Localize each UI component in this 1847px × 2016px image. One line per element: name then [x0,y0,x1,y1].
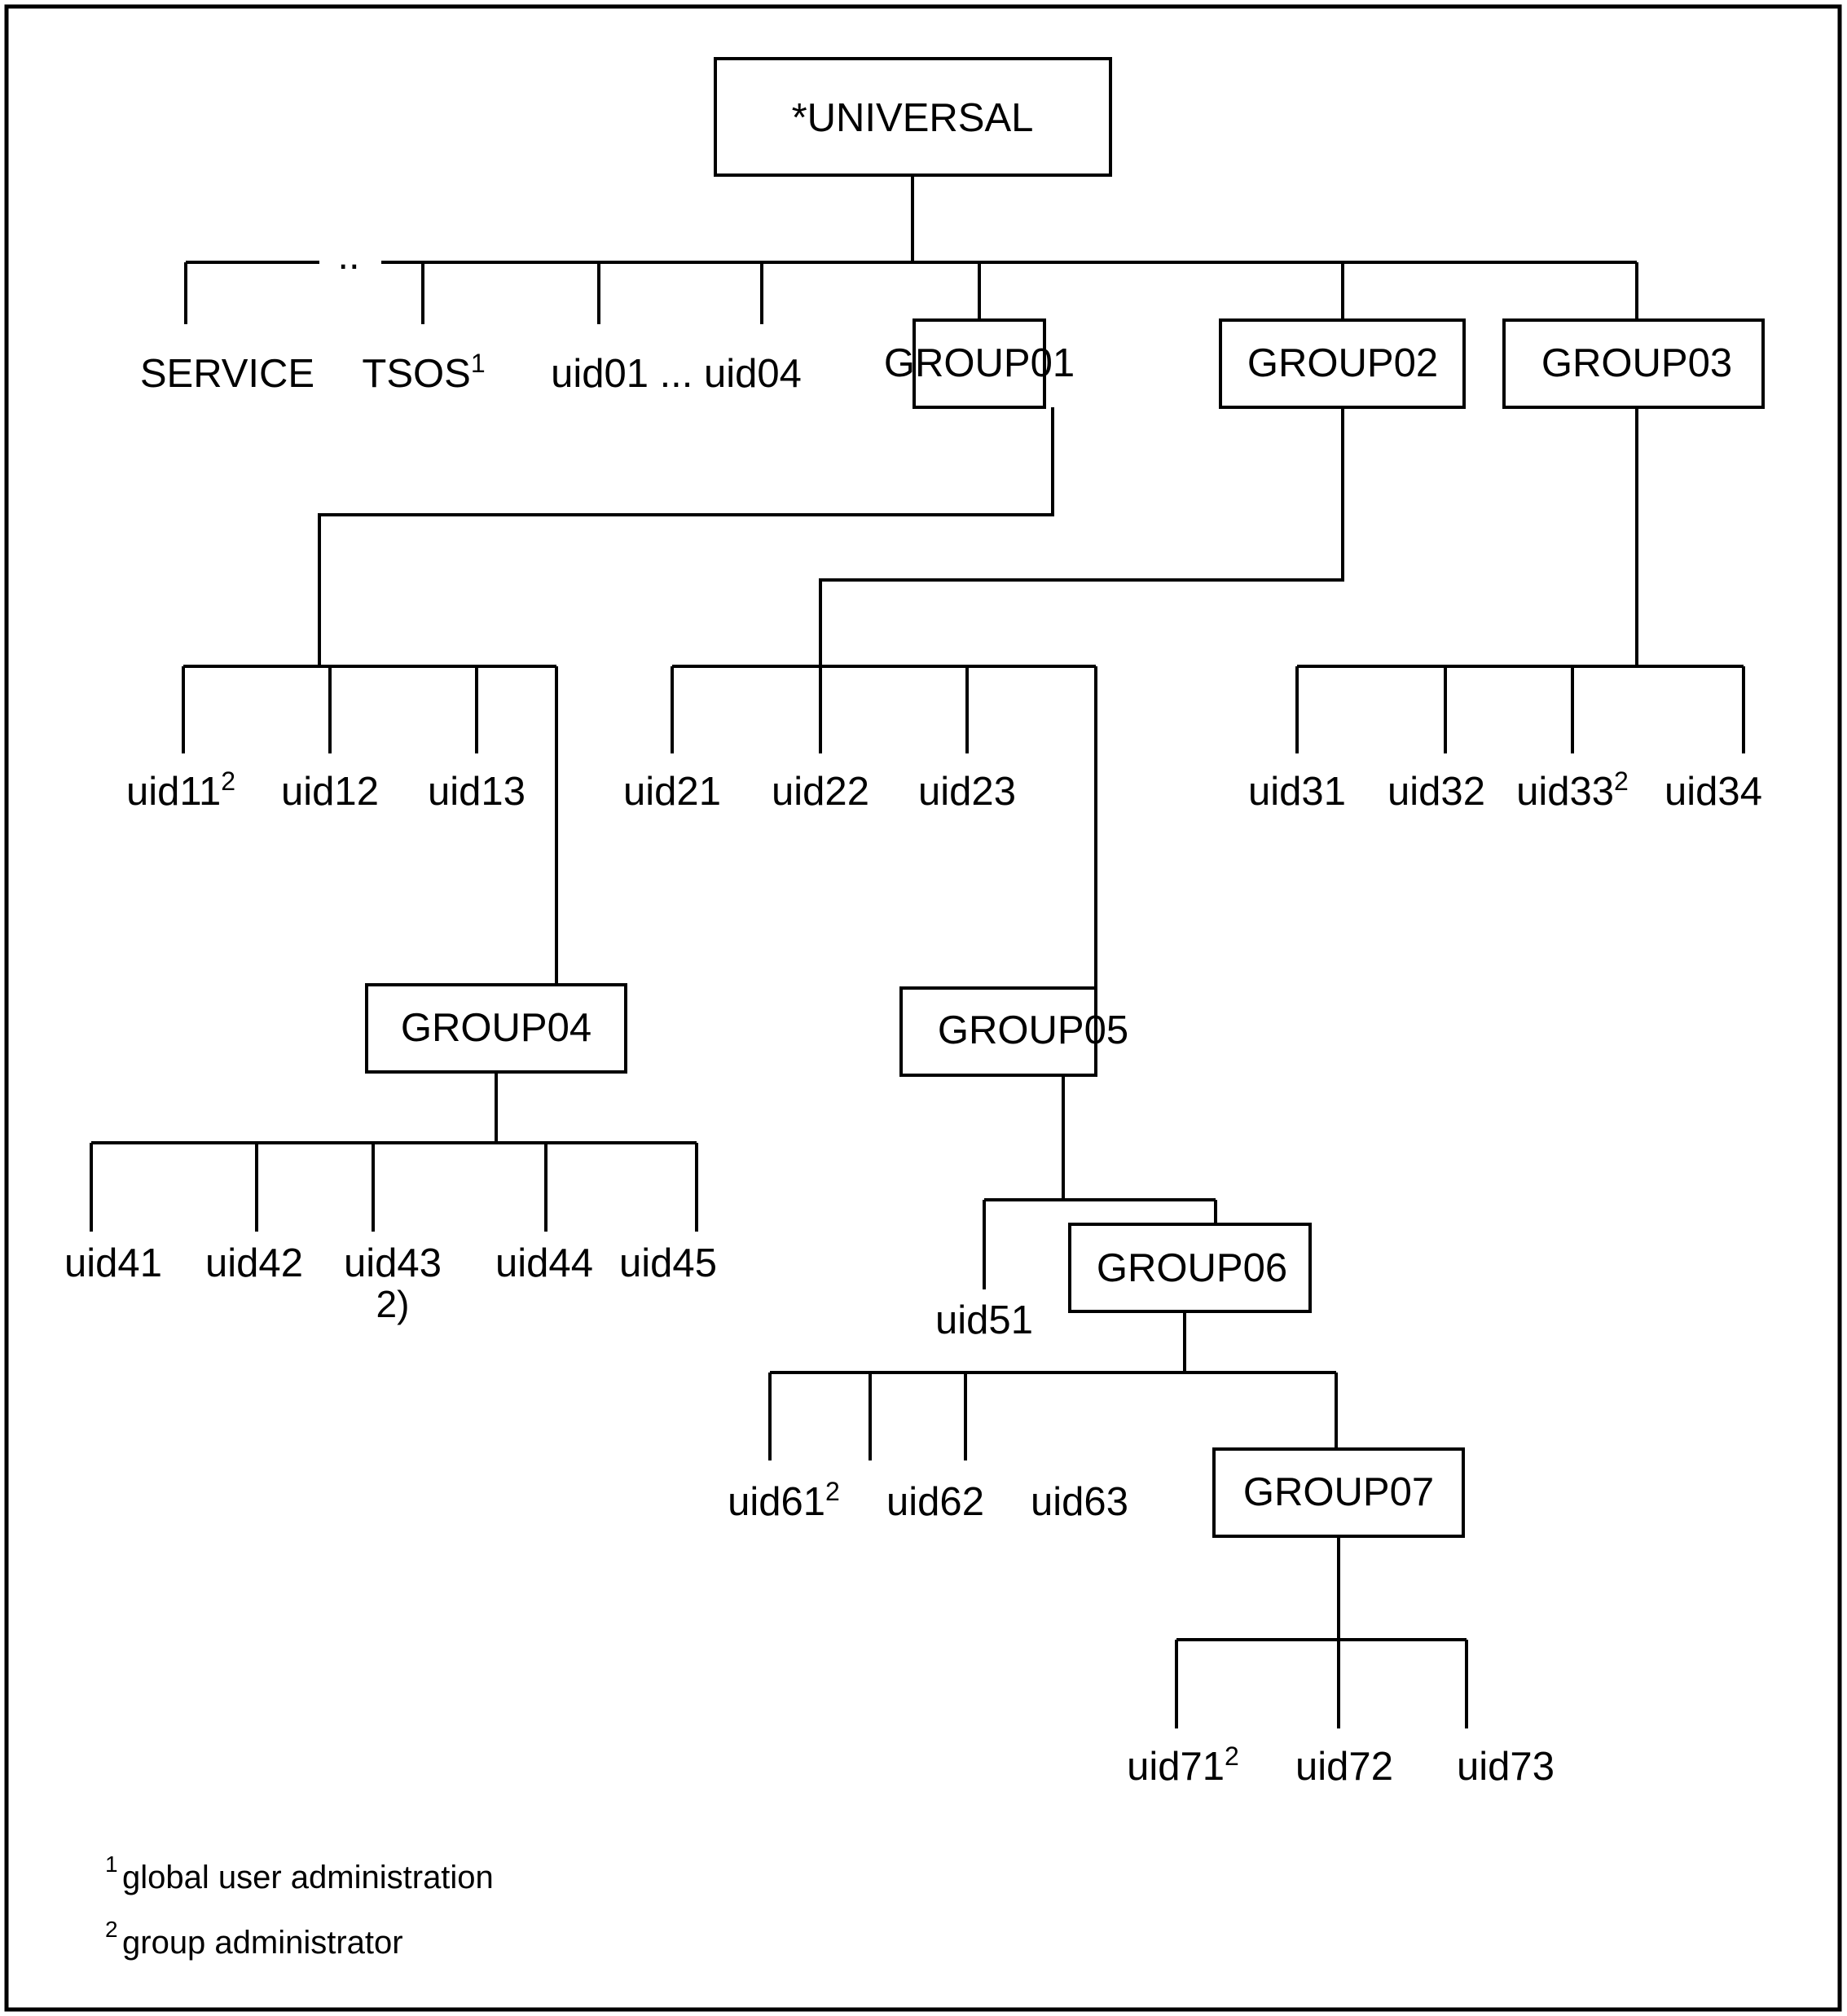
leaf-service: SERVICE [140,352,314,396]
leaf-uid34: uid34 [1664,770,1762,814]
leaf-uid01-uid04: uid01 ... uid04 [551,352,802,396]
link-group02-route [819,407,1344,666]
leaf-uid43: uid43 [344,1241,442,1285]
node-group06[interactable]: GROUP06 [1068,1223,1312,1313]
group05-box[interactable] [899,986,1097,1077]
group07-label: GROUP07 [1243,1470,1434,1514]
leaf-uid12: uid12 [281,770,379,814]
link-group01-route [318,407,1054,666]
group01-box[interactable] [913,318,1046,409]
group03-box[interactable] [1502,318,1765,409]
leaf-uid41: uid41 [64,1241,162,1285]
universal-label: *UNIVERSAL [792,96,1034,140]
group05-label: GROUP05 [938,1008,1128,1052]
footnote-1-marker: 1 [105,1851,118,1877]
leaf-uid63: uid63 [1031,1480,1128,1524]
group02-label: GROUP02 [1247,341,1438,385]
leaf-uid32: uid32 [1387,770,1485,814]
node-group04[interactable]: GROUP04 [365,983,627,1074]
leaf-uid45: uid45 [619,1241,717,1285]
leaf-uid73: uid73 [1457,1745,1555,1789]
leaf-uid13: uid13 [428,770,526,814]
node-group05[interactable]: GROUP05 [899,986,1128,1077]
page-border [4,4,1842,2012]
node-universal[interactable]: *UNIVERSAL [714,57,1112,177]
footnote-1: 1 global user administration [105,1851,494,1895]
group04-box[interactable] [365,983,627,1074]
leaf-tsos: TSOS1 [362,349,485,396]
leaf-uid61: uid612 [728,1477,840,1524]
group07-box[interactable] [1212,1447,1465,1538]
leaf-uid62: uid62 [886,1480,984,1524]
node-group07[interactable]: GROUP07 [1212,1447,1465,1538]
footnote-1-text: global user administration [122,1860,494,1895]
group06-box[interactable] [1068,1223,1312,1313]
leaf-uid23: uid23 [918,770,1016,814]
group03-label: GROUP03 [1541,341,1732,385]
leaf-uid51: uid51 [935,1298,1033,1342]
leaf-uid44: uid44 [495,1241,593,1285]
leaf-uid22: uid22 [772,770,869,814]
leaf-uid42: uid42 [205,1241,303,1285]
leaf-uid43-note: 2) [376,1283,410,1325]
group01-label: GROUP01 [884,341,1075,385]
node-group02[interactable]: GROUP02 [1219,318,1466,409]
leaf-uid31: uid31 [1248,770,1346,814]
footnote-2-text: group administrator [122,1925,403,1961]
leaf-uid72: uid72 [1295,1745,1393,1789]
leaf-uid33: uid332 [1516,766,1629,814]
ellipsis-label: .. [337,234,359,278]
footnote-2-marker: 2 [105,1917,118,1942]
leaf-uid11: uid112 [126,766,235,814]
footnote-2: 2 group administrator [105,1917,403,1961]
node-group03[interactable]: GROUP03 [1502,318,1765,409]
group04-label: GROUP04 [401,1006,591,1050]
node-group01[interactable]: GROUP01 [884,318,1075,409]
group06-label: GROUP06 [1097,1246,1287,1290]
leaf-uid21: uid21 [623,770,721,814]
leaf-uid71: uid712 [1127,1741,1239,1789]
